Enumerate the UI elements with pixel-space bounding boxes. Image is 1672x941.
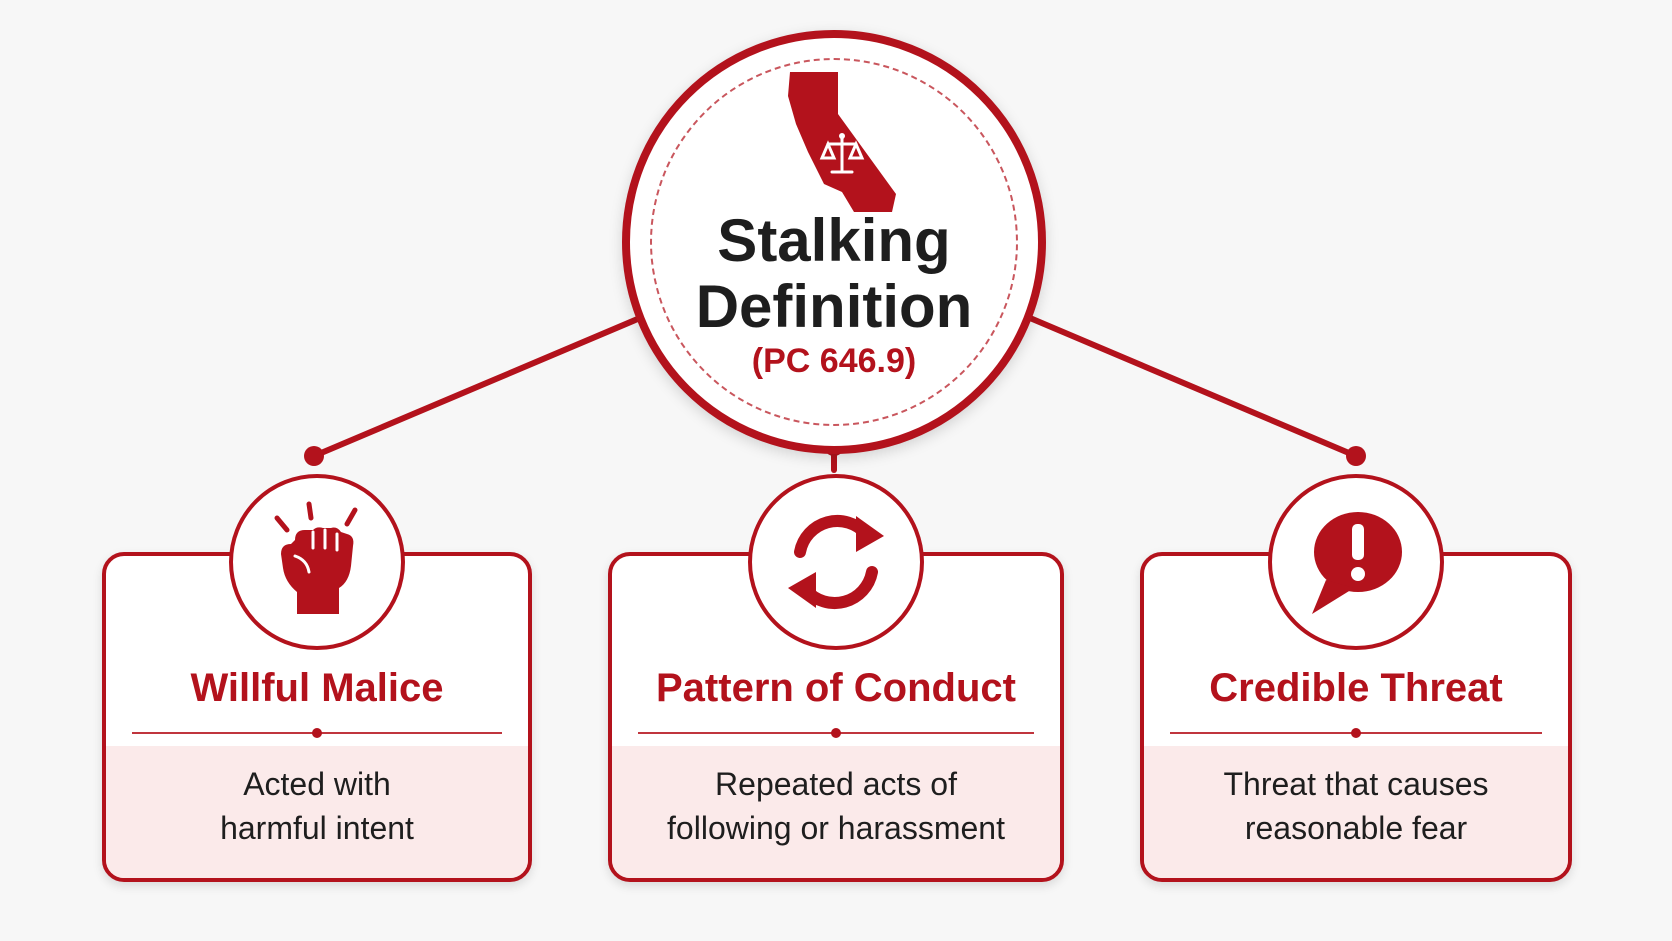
card-lower-panel [1144, 746, 1568, 878]
card-divider [132, 728, 502, 738]
element-title: Willful Malice [190, 666, 444, 710]
desc-line1: Threat that causes [1223, 766, 1489, 802]
hub-title-line2: Definition [695, 273, 973, 340]
desc-line2: following or harassment [667, 810, 1005, 846]
divider-dot [1351, 728, 1361, 738]
desc-line2: harmful intent [220, 810, 414, 846]
connector-left [311, 315, 643, 459]
card-divider [638, 728, 1034, 738]
connector-node-left [304, 446, 324, 466]
hub-title-line1: Stalking [717, 207, 951, 274]
hub-dashed-ring [650, 58, 1018, 426]
desc-line1: Repeated acts of [715, 766, 957, 802]
card-lower-panel [612, 746, 1060, 878]
element-description: Threat that causes reasonable fear [1154, 762, 1558, 850]
connector-node-right [1346, 446, 1366, 466]
cycle-arrows-icon [788, 515, 884, 609]
hub-title: Stalking Definition [630, 208, 1038, 340]
hub-subtitle: (PC 646.9) [751, 342, 917, 380]
card-lower-panel [106, 746, 528, 878]
alert-speech-bubble-icon [1312, 512, 1402, 614]
pattern-of-conduct-badge [748, 474, 924, 650]
central-hub: Stalking Definition (PC 646.9) [622, 30, 1046, 454]
element-description: Repeated acts of following or harassment [622, 762, 1050, 850]
element-title: Credible Threat [1209, 666, 1503, 710]
element-title: Pattern of Conduct [656, 666, 1016, 710]
element-description: Acted with harmful intent [116, 762, 518, 850]
credible-threat-badge [1268, 474, 1444, 650]
connector-right [1027, 315, 1359, 459]
california-scales-icon [788, 72, 896, 212]
divider-dot [831, 728, 841, 738]
divider-dot [312, 728, 322, 738]
desc-line2: reasonable fear [1244, 810, 1468, 846]
willful-malice-badge [229, 474, 405, 650]
raised-fist-icon [274, 501, 358, 614]
desc-line1: Acted with [243, 766, 391, 802]
card-divider [1170, 728, 1542, 738]
